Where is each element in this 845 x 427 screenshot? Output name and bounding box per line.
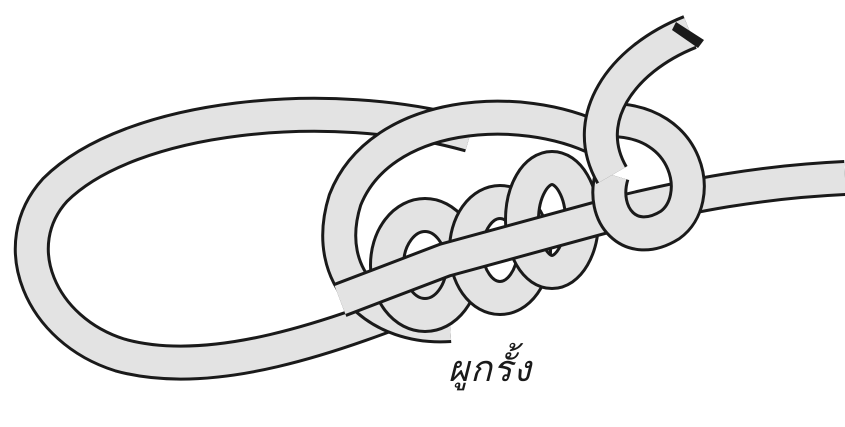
rope-right-loop xyxy=(609,120,687,233)
knot-caption: ผูกรั้ง xyxy=(448,352,532,388)
